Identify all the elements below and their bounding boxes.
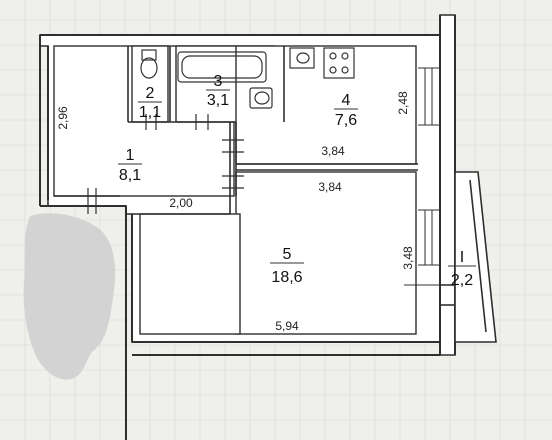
- dim-living-width-top: 3,84: [318, 180, 342, 194]
- room-3-id: 3: [214, 73, 223, 90]
- balcony: [440, 171, 497, 343]
- room-4-area: 7,6: [335, 112, 357, 129]
- room-5-living-extension: [139, 213, 241, 335]
- room-2-area: 1,1: [139, 104, 161, 121]
- dim-corridor-width: 2,00: [169, 196, 193, 210]
- room-1-area: 8,1: [119, 167, 141, 184]
- stove-icon: [323, 47, 355, 79]
- room-1-id: 1: [126, 147, 135, 164]
- balcony-id: I: [460, 249, 464, 266]
- windows: [418, 67, 440, 266]
- dim-living-height: 3,48: [401, 246, 415, 270]
- balcony-area: 2,2: [451, 272, 473, 289]
- room-5-id: 5: [283, 246, 292, 263]
- room-2-id: 2: [146, 85, 155, 102]
- room-4-id: 4: [342, 92, 351, 109]
- kitchen-sink-icon: [289, 47, 315, 69]
- room-5-area: 18,6: [271, 269, 302, 286]
- sink-icon: [249, 87, 273, 109]
- dim-kitchen-width: 3,84: [321, 144, 345, 158]
- door-marks: [87, 114, 244, 214]
- redaction-mark: [23, 213, 116, 380]
- room-5-living: [235, 171, 417, 335]
- bathtub-icon: [177, 51, 267, 83]
- room-areas: [53, 45, 417, 335]
- dim-living-width-bottom: 5,94: [275, 319, 299, 333]
- toilet-icon: [140, 49, 158, 79]
- room-3-area: 3,1: [207, 92, 229, 109]
- dim-kitchen-height: 2,48: [396, 91, 410, 115]
- dim-corridor-height: 2,96: [56, 106, 70, 130]
